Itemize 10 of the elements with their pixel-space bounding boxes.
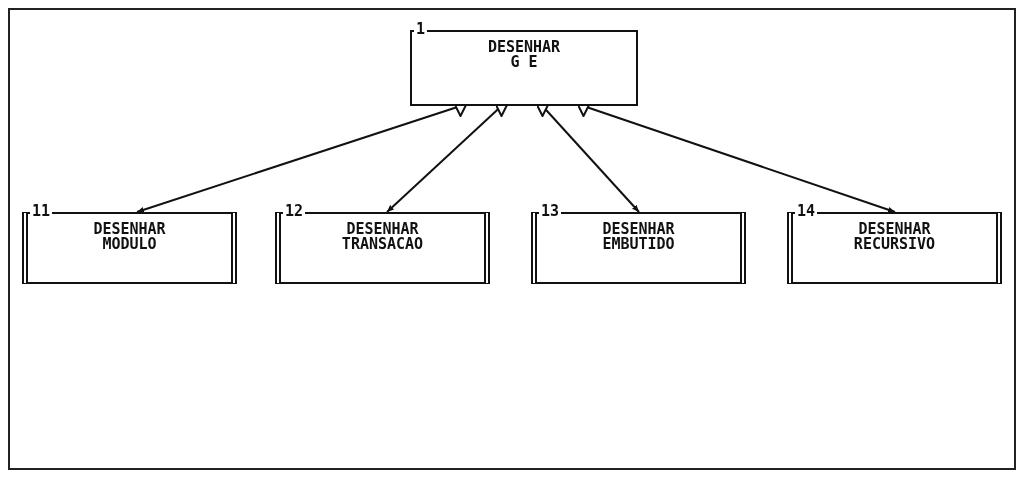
box-label: DESENHAR MODULO (92, 222, 167, 252)
node-number: 1 (414, 21, 428, 37)
box-label: DESENHAR TRANSACAO (340, 222, 425, 252)
node-number: 12 (283, 203, 306, 219)
node-number: 11 (30, 203, 53, 219)
box-label: DESENHAR RECURSIVO (852, 222, 937, 252)
box-label: DESENHAR G E (486, 40, 562, 70)
node-number: 14 (795, 203, 818, 219)
node-number: 13 (539, 203, 562, 219)
box-label: DESENHAR EMBUTIDO (601, 222, 676, 252)
